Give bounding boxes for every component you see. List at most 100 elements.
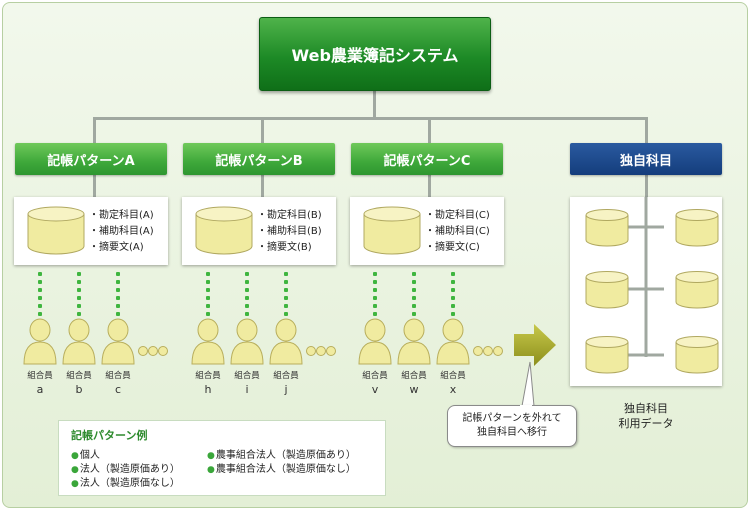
dotted-connector	[451, 312, 455, 316]
member-role-label: 組合員	[234, 371, 260, 381]
person-icon	[101, 318, 135, 365]
dotted-connector	[38, 280, 42, 284]
dotted-connector	[38, 272, 42, 276]
dotted-connector	[38, 304, 42, 308]
dotted-connector	[245, 272, 249, 276]
dotted-connector	[451, 288, 455, 292]
own-subjects-network	[628, 197, 664, 357]
connector-drop-b2	[261, 175, 264, 197]
database-icon	[675, 336, 719, 374]
database-icon	[675, 209, 719, 247]
own-subjects-caption: 独自科目 利用データ	[586, 401, 706, 431]
dotted-connector	[284, 296, 288, 300]
connector-drop-own2	[645, 175, 648, 197]
dotted-connector	[206, 304, 210, 308]
own-subjects-header: 独自科目	[570, 143, 722, 175]
member-id-label: c	[114, 383, 122, 396]
dotted-connector	[206, 280, 210, 284]
subject-auxiliary: ・補助科目(A)	[89, 226, 154, 237]
callout-line-1: 記帳パターンを外れて	[462, 413, 562, 424]
dotted-connector	[412, 312, 416, 316]
member-id-label: i	[245, 383, 249, 396]
person-icon	[62, 318, 96, 365]
legend-item: 農事組合法人（製造原価あり）	[207, 446, 356, 461]
connector-drop-c2	[428, 175, 431, 197]
member-role-label: 組合員	[401, 371, 427, 381]
dotted-connector	[373, 296, 377, 300]
member-id-label: j	[284, 383, 288, 396]
legend-item: 個人	[71, 446, 100, 461]
migrate-arrow-icon	[514, 324, 556, 366]
system-title: Web農業簿記システム	[291, 46, 459, 65]
subject-account: ・勘定科目(B)	[257, 210, 322, 221]
more-members-dot	[316, 346, 326, 356]
dotted-connector	[284, 312, 288, 316]
pattern-legend: 記帳パターン例 個人 法人（製造原価あり） 法人（製造原価なし） 農事組合法人（…	[58, 420, 386, 496]
more-members-dot	[148, 346, 158, 356]
dotted-connector	[116, 304, 120, 308]
callout-line-2: 独自科目へ移行	[477, 427, 547, 438]
dotted-connector	[116, 272, 120, 276]
dotted-connector	[412, 296, 416, 300]
dotted-connector	[206, 272, 210, 276]
dotted-connector	[373, 304, 377, 308]
dotted-connector	[373, 288, 377, 292]
member-id-label: a	[36, 383, 44, 396]
dotted-connector	[412, 280, 416, 284]
member-id-label: w	[409, 383, 419, 396]
connector-drop-b	[261, 117, 264, 143]
legend-item: 農事組合法人（製造原価なし）	[207, 460, 356, 475]
person-icon	[358, 318, 392, 365]
dotted-connector	[412, 272, 416, 276]
database-icon	[27, 206, 85, 255]
dotted-connector	[77, 280, 81, 284]
member-role-label: 組合員	[195, 371, 221, 381]
dotted-connector	[284, 280, 288, 284]
connector-horizontal	[93, 117, 647, 120]
dotted-connector	[373, 312, 377, 316]
database-icon	[363, 206, 421, 255]
dotted-connector	[116, 280, 120, 284]
callout-pointer	[521, 361, 535, 407]
dotted-connector	[38, 312, 42, 316]
connector-drop-a2	[93, 175, 96, 197]
pattern-b-header: 記帳パターンB	[183, 143, 335, 175]
dotted-connector	[38, 296, 42, 300]
legend-title: 記帳パターン例	[71, 429, 148, 442]
person-icon	[436, 318, 470, 365]
database-icon	[585, 209, 629, 247]
dotted-connector	[206, 312, 210, 316]
subject-summary: ・摘要文(B)	[257, 242, 312, 253]
subject-auxiliary: ・補助科目(B)	[257, 226, 322, 237]
dotted-connector	[451, 296, 455, 300]
dotted-connector	[373, 272, 377, 276]
member-id-label: x	[449, 383, 457, 396]
person-icon	[23, 318, 57, 365]
member-role-label: 組合員	[273, 371, 299, 381]
pattern-a-panel: ・勘定科目(A) ・補助科目(A) ・摘要文(A)	[14, 197, 168, 265]
subject-account: ・勘定科目(A)	[89, 210, 154, 221]
dotted-connector	[284, 304, 288, 308]
member-id-label: h	[204, 383, 212, 396]
dotted-connector	[451, 304, 455, 308]
pattern-a-header: 記帳パターンA	[15, 143, 167, 175]
pattern-c-subjects: ・勘定科目(C) ・補助科目(C) ・摘要文(C)	[425, 208, 490, 256]
subject-account: ・勘定科目(C)	[425, 210, 490, 221]
member-role-label: 組合員	[362, 371, 388, 381]
dotted-connector	[412, 304, 416, 308]
database-icon	[585, 336, 629, 374]
dotted-connector	[77, 312, 81, 316]
subject-auxiliary: ・補助科目(C)	[425, 226, 490, 237]
more-members-dot	[493, 346, 503, 356]
connector-drop-own	[645, 117, 648, 143]
pattern-c-panel: ・勘定科目(C) ・補助科目(C) ・摘要文(C)	[350, 197, 504, 265]
connector-drop-c	[428, 117, 431, 143]
dotted-connector	[77, 288, 81, 292]
dotted-connector	[451, 272, 455, 276]
dotted-connector	[245, 304, 249, 308]
member-role-label: 組合員	[440, 371, 466, 381]
connector-drop-a	[93, 117, 96, 143]
more-members-dot	[306, 346, 316, 356]
dotted-connector	[116, 296, 120, 300]
callout-pointer-mask	[520, 405, 532, 408]
